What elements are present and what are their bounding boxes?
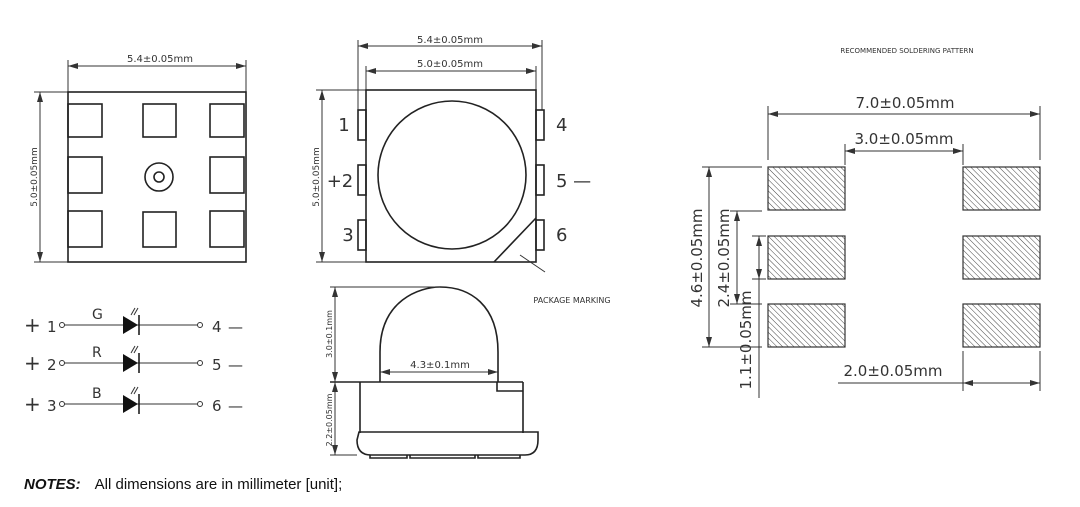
- schematic-row-b: + 3 B 6 —: [24, 386, 243, 416]
- top-height-dim: 5.0±0.05mm: [312, 147, 322, 206]
- notes-text: All dimensions are in millimeter [unit];: [94, 476, 343, 493]
- pin-2-label: +2: [327, 171, 354, 192]
- solder-pad: [767, 303, 846, 348]
- solder-pad: [767, 235, 846, 280]
- svg-text:4: 4: [212, 318, 222, 336]
- soldering-title: RECOMMENDED SOLDERING PATTERN: [840, 47, 973, 55]
- bottom-view: 5.4±0.05mm 5.0±0.05mm: [30, 54, 247, 263]
- svg-text:+: +: [24, 392, 41, 416]
- gap-dim: 3.0±0.05mm: [854, 130, 953, 148]
- svg-text:B: B: [92, 386, 102, 402]
- pad-width-dim: 2.0±0.05mm: [843, 362, 942, 380]
- package-marking-label: PACKAGE MARKING: [533, 296, 610, 305]
- svg-text:—: —: [228, 356, 243, 374]
- led-schematic: + 1 G 4 — + 2 R 5 — + 3 B 6 —: [24, 307, 243, 416]
- total-height-dim: 4.6±0.05mm: [688, 208, 706, 307]
- solder-pad: [767, 166, 846, 211]
- pin-3-label: 3: [342, 225, 353, 246]
- notes: NOTES: All dimensions are in millimeter […: [24, 476, 342, 493]
- svg-text:3: 3: [47, 397, 57, 415]
- svg-text:6: 6: [212, 397, 222, 415]
- pitch-dim: 2.4±0.05mm: [715, 208, 733, 307]
- pin-6-label: 6: [556, 225, 567, 246]
- pin-1-label: 1: [338, 115, 349, 136]
- solder-pad: [962, 235, 1041, 280]
- pin-5-label: 5 —: [556, 171, 591, 192]
- side-view: 3.0±0.1mm 2.2±0.05mm 4.3±0.1mm PACKAGE M…: [325, 286, 611, 459]
- soldering-pattern: RECOMMENDED SOLDERING PATTERN 7.0±0.05mm…: [688, 47, 1041, 398]
- svg-text:+: +: [24, 351, 41, 375]
- bottom-height-dim: 5.0±0.05mm: [30, 147, 40, 206]
- bottom-width-dim: 5.4±0.05mm: [127, 54, 193, 65]
- svg-text:2: 2: [47, 356, 57, 374]
- solder-pad: [962, 303, 1041, 348]
- svg-text:5: 5: [212, 356, 222, 374]
- top-outer-width-dim: 5.4±0.05mm: [417, 35, 483, 46]
- top-inner-width-dim: 5.0±0.05mm: [417, 59, 483, 70]
- led-diode-symbol: [59, 345, 203, 373]
- led-diode-symbol: [59, 307, 203, 335]
- total-width-dim: 7.0±0.05mm: [855, 94, 954, 112]
- solder-pad: [962, 166, 1041, 211]
- svg-text:1: 1: [47, 318, 57, 336]
- svg-text:R: R: [92, 345, 102, 361]
- led-diode-symbol: [59, 386, 203, 414]
- svg-text:—: —: [228, 397, 243, 415]
- dome-width-dim: 4.3±0.1mm: [410, 360, 470, 371]
- top-view: 5.4±0.05mm 5.0±0.05mm 5.0±0.05mm 1 +2 3 …: [312, 35, 591, 273]
- schematic-row-r: + 2 R 5 —: [24, 345, 243, 375]
- pin-4-label: 4: [556, 115, 567, 136]
- dome-height-dim: 3.0±0.1mm: [325, 310, 334, 358]
- svg-text:—: —: [228, 318, 243, 336]
- svg-text:G: G: [92, 307, 103, 323]
- notes-label: NOTES:: [24, 476, 81, 493]
- svg-text:+: +: [24, 313, 41, 337]
- schematic-row-g: + 1 G 4 —: [24, 307, 243, 337]
- pad-height-dim: 1.1±0.05mm: [737, 290, 755, 389]
- base-height-dim: 2.2±0.05mm: [325, 393, 334, 446]
